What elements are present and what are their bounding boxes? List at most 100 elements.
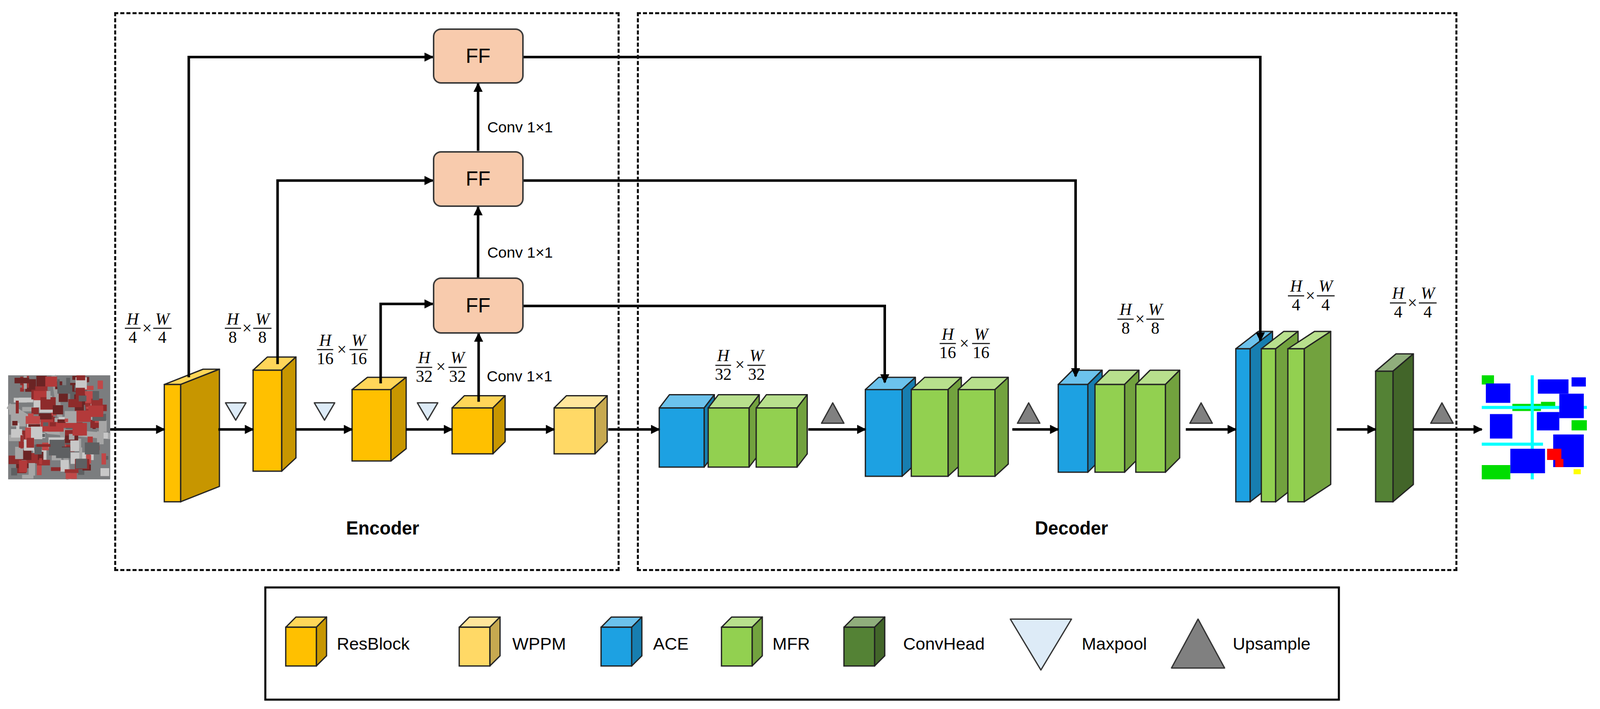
fraction: W4 <box>1418 285 1438 322</box>
dimension-label: H32×W32 <box>712 347 768 384</box>
image-patch <box>65 473 77 480</box>
mfr-cube <box>756 394 808 468</box>
image-patch <box>84 442 100 455</box>
fraction-numerator: H <box>1287 278 1305 297</box>
mfr-cube <box>708 394 760 468</box>
cube-side <box>390 377 406 462</box>
legend-symbol <box>1010 619 1072 671</box>
image-patch <box>48 422 64 432</box>
image-patch <box>55 447 71 459</box>
fraction-numerator: H <box>317 331 334 351</box>
fraction-denominator: 4 <box>126 329 140 348</box>
legend-swatch <box>721 617 763 667</box>
image-patch <box>100 468 110 477</box>
map-base <box>1481 375 1587 480</box>
fraction: H4 <box>1287 278 1305 315</box>
cube-side <box>281 357 296 472</box>
skip-wire <box>523 57 1261 342</box>
ace-cube <box>865 377 916 477</box>
image-patch <box>78 395 87 402</box>
cube-front <box>721 627 753 667</box>
map-region <box>1559 393 1584 419</box>
fraction-denominator: 8 <box>1148 319 1162 338</box>
flow-arrow <box>110 428 165 431</box>
mfr-cube <box>911 377 962 477</box>
cube-side <box>995 377 1009 477</box>
cube-front <box>1135 384 1166 473</box>
legend-text: MFR <box>772 633 810 654</box>
fraction: W32 <box>447 349 468 386</box>
legend-swatch <box>600 617 642 667</box>
cube-front <box>164 384 181 502</box>
dimension-label: H4×W4 <box>124 310 172 347</box>
convhead-cube <box>1375 354 1414 503</box>
image-patch <box>46 391 51 400</box>
flow-arrow <box>405 428 452 431</box>
cube-side <box>1392 354 1414 503</box>
image-patch <box>64 469 79 473</box>
image-patch <box>97 380 103 390</box>
fraction: W16 <box>970 325 992 362</box>
connector-arrow <box>477 207 480 278</box>
cube-front <box>1095 384 1125 473</box>
cube-side <box>1304 331 1331 503</box>
image-patch <box>103 432 109 439</box>
fraction-numerator: H <box>224 310 242 330</box>
flow-arrow <box>295 428 353 431</box>
image-patch <box>57 385 73 394</box>
legend-text: ACE <box>653 633 689 654</box>
image-patch <box>20 435 23 449</box>
cube-front <box>554 407 595 454</box>
image-patch <box>88 405 104 418</box>
mfr-cube <box>1135 370 1180 473</box>
fraction-numerator: W <box>971 325 991 345</box>
cube-front <box>285 627 317 667</box>
fraction-denominator: 16 <box>937 344 959 363</box>
fraction: H4 <box>1389 285 1407 322</box>
cube-front <box>459 627 490 667</box>
fraction: H8 <box>224 310 242 347</box>
image-patch <box>13 397 27 403</box>
image-patch <box>65 378 71 386</box>
fraction-numerator: H <box>124 310 142 330</box>
fraction: W8 <box>253 310 272 347</box>
cube-front <box>1375 371 1393 502</box>
flow-arrow <box>1185 428 1237 431</box>
maxpool-symbol <box>417 402 438 421</box>
connector-arrow <box>477 83 480 152</box>
image-base <box>8 375 111 480</box>
legend-text: ResBlock <box>336 633 411 654</box>
fraction-numerator: H <box>939 325 957 345</box>
fraction-denominator: 4 <box>1421 303 1435 322</box>
image-patch <box>75 459 90 470</box>
cube-side <box>316 617 327 667</box>
ace-cube <box>659 394 715 468</box>
flow-arrow <box>808 428 866 431</box>
map-region <box>1537 412 1560 431</box>
fraction-denominator: 32 <box>712 365 734 384</box>
cube-front <box>958 389 995 477</box>
times-sign: × <box>242 319 253 338</box>
dimension-label: H32×W32 <box>413 349 468 386</box>
dimension-label: H16×W16 <box>937 325 992 362</box>
legend-text: Upsample <box>1232 633 1311 654</box>
image-patch <box>15 447 24 460</box>
image-patch <box>63 423 80 429</box>
image-patch <box>15 400 19 414</box>
fraction-denominator: 16 <box>348 350 369 369</box>
flow-arrow <box>1336 428 1376 431</box>
fraction-denominator: 32 <box>413 367 435 386</box>
dimension-label: H4×W4 <box>1389 285 1437 322</box>
map-region <box>1510 449 1545 474</box>
cube-side <box>492 395 505 455</box>
group-label: Encoder <box>346 518 420 540</box>
flow-arrow <box>218 428 253 431</box>
map-region <box>1571 420 1587 431</box>
image-patch <box>30 426 43 440</box>
resblock-cube <box>352 377 407 462</box>
fraction-denominator: 8 <box>256 329 269 348</box>
image-patch <box>49 422 56 427</box>
output-map <box>1481 375 1587 480</box>
legend-swatch <box>843 617 885 667</box>
